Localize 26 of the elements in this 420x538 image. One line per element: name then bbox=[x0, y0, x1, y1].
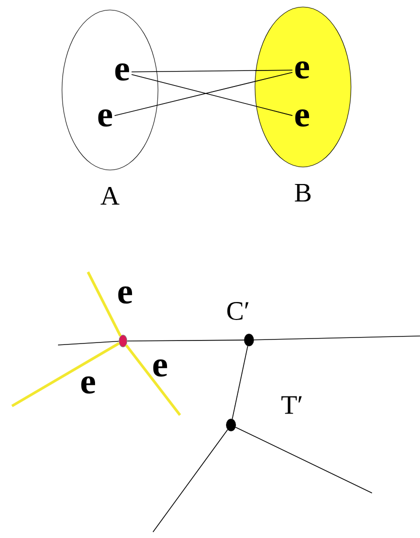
node-label: B bbox=[294, 184, 311, 202]
edge-line bbox=[86, 271, 122, 337]
edge-line bbox=[235, 426, 372, 494]
edge-line bbox=[232, 346, 248, 420]
edge-line bbox=[58, 340, 120, 346]
edge-line bbox=[152, 429, 228, 532]
edge-line bbox=[131, 74, 293, 116]
edge-line bbox=[114, 72, 293, 116]
region-label: e bbox=[153, 359, 168, 377]
element-label: e bbox=[295, 109, 310, 127]
edge-line bbox=[126, 340, 244, 342]
element-label: e bbox=[295, 61, 310, 79]
region-label: T′ bbox=[281, 396, 302, 414]
element-label: e bbox=[115, 63, 130, 81]
vertex-dot bbox=[244, 334, 254, 346]
element-label: e bbox=[98, 109, 112, 127]
edge-line bbox=[11, 342, 120, 408]
edge-line bbox=[131, 70, 293, 72]
edge-line bbox=[254, 336, 420, 340]
region-label: e bbox=[81, 376, 96, 394]
node-label: A bbox=[100, 186, 120, 205]
vertex-label: C′ bbox=[227, 302, 248, 320]
region-label: e bbox=[118, 286, 132, 304]
edge-line bbox=[125, 344, 182, 416]
vertex-dot bbox=[118, 334, 128, 348]
vertex-dot bbox=[226, 418, 236, 432]
